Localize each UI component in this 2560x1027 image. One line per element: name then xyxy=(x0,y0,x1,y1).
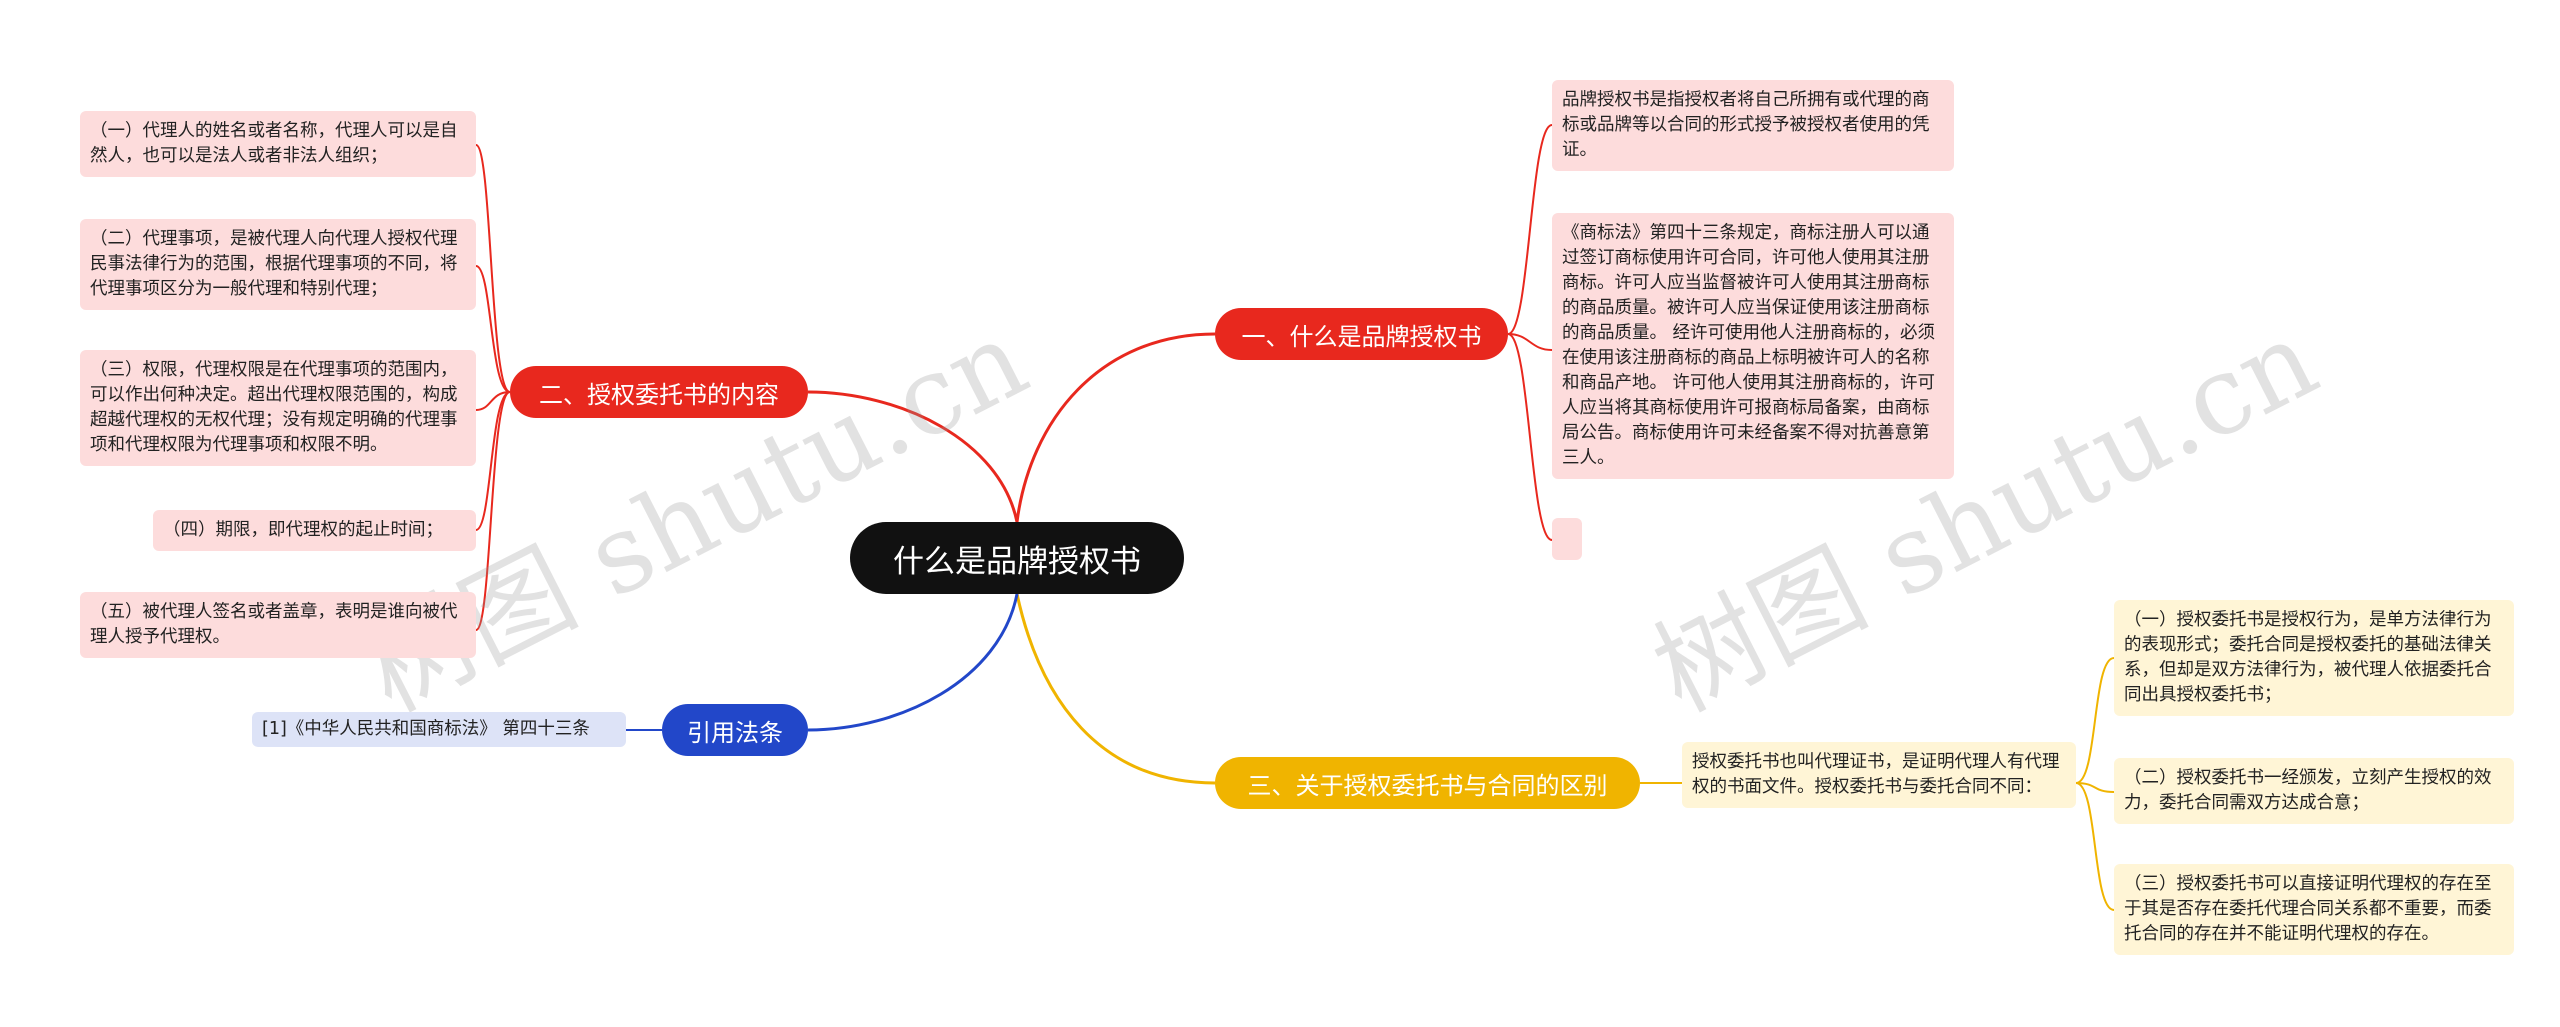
difference-leaf-unilateral[interactable]: （一）授权委托书是授权行为，是单方法律行为的表现形式；委托合同是授权委托的基础法… xyxy=(2114,600,2514,716)
content-leaf-signature[interactable]: （五）被代理人签名或者盖章，表明是谁向被代理人授予代理权。 xyxy=(80,592,476,658)
difference-intro[interactable]: 授权委托书也叫代理证书，是证明代理人有代理权的书面文件。授权委托书与委托合同不同… xyxy=(1682,742,2076,808)
root-node[interactable]: 什么是品牌授权书 xyxy=(850,522,1184,594)
link-whatis-leaf3 xyxy=(1507,333,1553,541)
content-leaf-agent-name[interactable]: （一）代理人的姓名或者名称，代理人可以是自然人，也可以是法人或者非法人组织； xyxy=(80,111,476,177)
link-root-what-is xyxy=(1015,332,1216,523)
content-leaf-authority[interactable]: （三）权限，代理权限是在代理事项的范围内，可以作出何种决定。超出代理权限范围的，… xyxy=(80,350,476,466)
branch-cite[interactable]: 引用法条 xyxy=(662,704,808,756)
cite-leaf-trademark-law[interactable]: [1]《中华人民共和国商标法》 第四十三条 xyxy=(252,712,626,747)
link-content-leaf5 xyxy=(475,391,511,631)
content-leaf-term[interactable]: （四）期限，即代理权的起止时间； xyxy=(153,510,476,551)
link-intro-leaf2 xyxy=(2075,782,2115,793)
content-leaf-agency-matters[interactable]: （二）代理事项，是被代理人向代理人授权代理民事法律行为的范围，根据代理事项的不同… xyxy=(80,219,476,310)
link-content-leaf3 xyxy=(475,391,511,411)
link-root-cite xyxy=(807,593,1019,732)
branch-content[interactable]: 二、授权委托书的内容 xyxy=(510,366,808,418)
link-whatis-leaf1 xyxy=(1507,124,1553,335)
link-intro-leaf3 xyxy=(2075,782,2115,911)
difference-leaf-effect[interactable]: （二）授权委托书一经颁发，立刻产生授权的效力，委托合同需双方达成合意； xyxy=(2114,758,2514,824)
link-whatis-leaf2 xyxy=(1507,333,1553,351)
link-content-leaf2 xyxy=(475,265,511,393)
what-is-leaf-empty[interactable] xyxy=(1552,518,1582,560)
difference-leaf-proof[interactable]: （三）授权委托书可以直接证明代理权的存在至于其是否存在委托代理合同关系都不重要，… xyxy=(2114,864,2514,955)
link-root-content xyxy=(807,390,1019,523)
what-is-leaf-trademark-law[interactable]: 《商标法》第四十三条规定，商标注册人可以通过签订商标使用许可合同，许可他人使用其… xyxy=(1552,213,1954,479)
what-is-leaf-definition[interactable]: 品牌授权书是指授权者将自己所拥有或代理的商标或品牌等以合同的形式授予被授权者使用… xyxy=(1552,80,1954,171)
link-intro-leaf1 xyxy=(2075,657,2115,784)
branch-difference[interactable]: 三、关于授权委托书与合同的区别 xyxy=(1215,757,1640,809)
link-content-leaf4 xyxy=(475,391,511,531)
branch-what-is[interactable]: 一、什么是品牌授权书 xyxy=(1215,308,1508,360)
link-content-leaf1 xyxy=(475,144,511,393)
link-root-difference xyxy=(1015,593,1216,785)
